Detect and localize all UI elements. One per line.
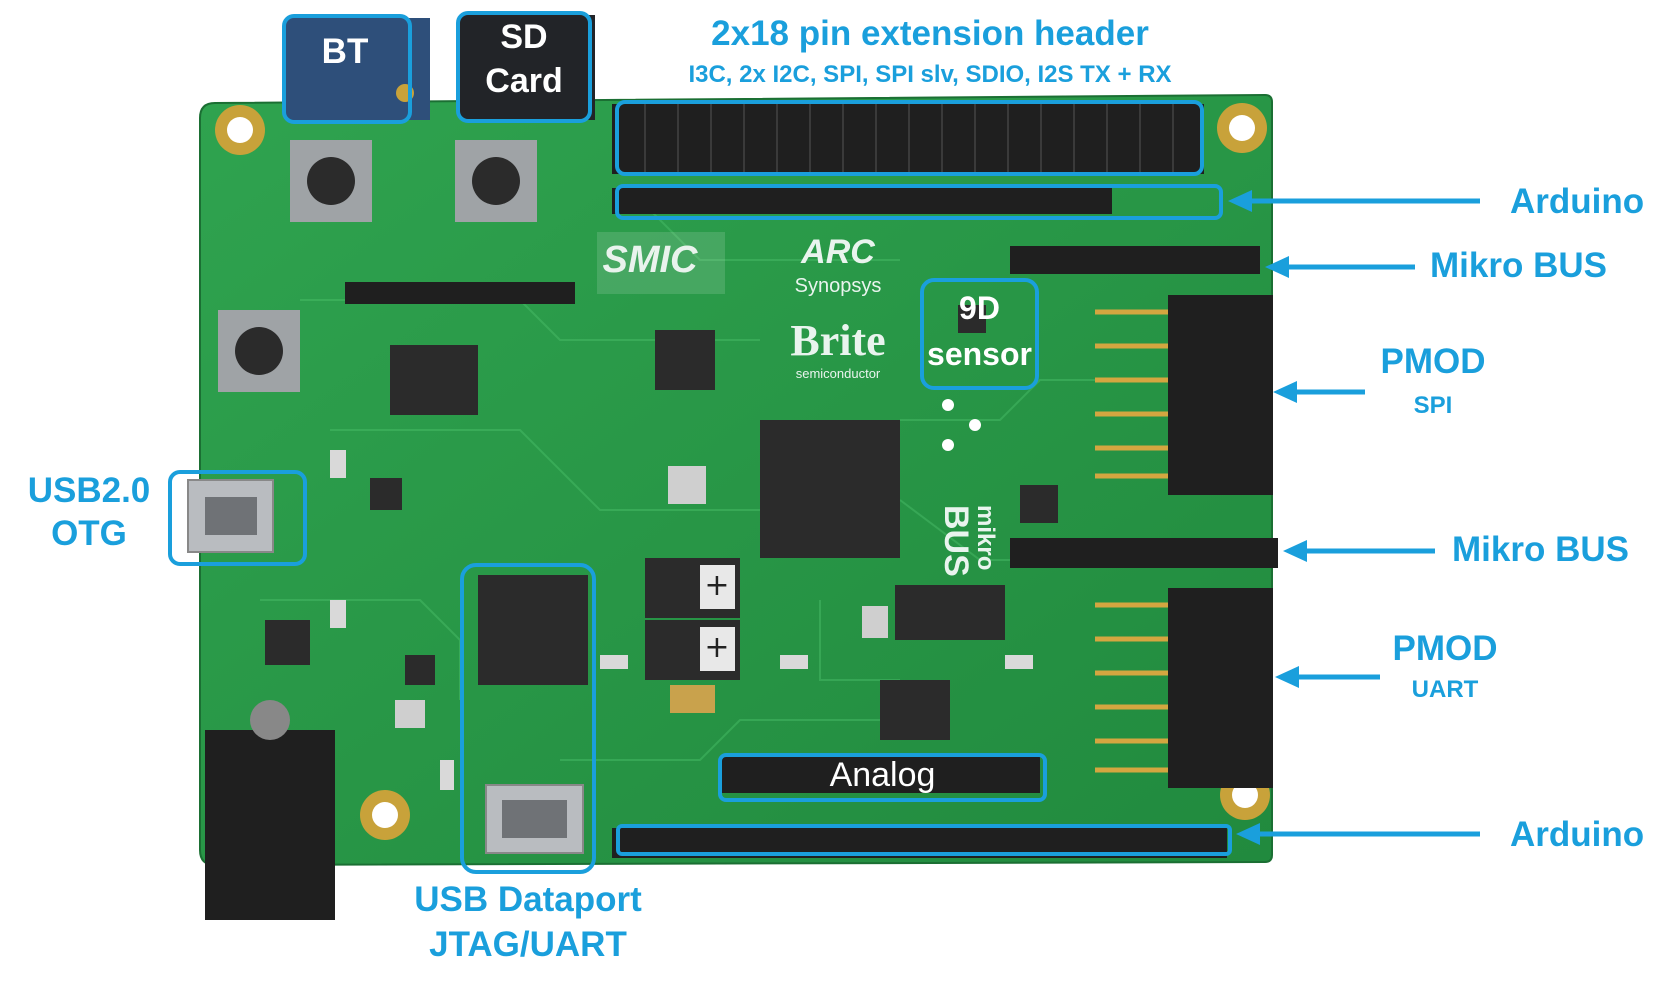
arduino-header-top (612, 188, 1112, 214)
pmod-uart-subtitle: UART (1411, 676, 1479, 703)
usb-otg-highlight (168, 470, 307, 566)
mikro-bus-top-label: Mikro BUS (1430, 246, 1607, 285)
pmod-uart-title: PMOD (1392, 629, 1498, 668)
chip-u29 (265, 620, 310, 665)
svg-text:+: + (704, 630, 729, 665)
sensor-label-line2: sensor (927, 336, 1032, 372)
sd-card (460, 15, 595, 120)
sensor-chip (958, 305, 986, 333)
pmod-spi-title: PMOD (1380, 342, 1486, 381)
usb-otg-label-line2: OTG (51, 514, 127, 553)
mikrobus-header-top (1010, 246, 1260, 274)
chip-u3 (880, 680, 950, 740)
chip-u25 (895, 585, 1005, 640)
usb-dataport-label-line2: JTAG/UART (429, 925, 627, 964)
bus-text: BUS (937, 505, 975, 577)
header-2x18-highlight (615, 100, 1204, 176)
bt-label: BT (321, 32, 369, 71)
header-subtitle: I3C, 2x I2C, SPI, SPI slv, SDIO, I2S TX … (688, 61, 1172, 88)
analog-header (722, 757, 1040, 793)
pmod-uart-connector (1168, 588, 1273, 788)
arc-logo: ARC (800, 233, 875, 271)
arduino-top-highlight (615, 184, 1223, 220)
usb-bridge-chip (478, 575, 588, 685)
arduino-bottom-label: Arduino (1510, 815, 1645, 854)
chip-u36 (1020, 485, 1058, 523)
chip-u21 (370, 478, 402, 510)
arduino-top-label: Arduino (1510, 182, 1645, 221)
usb-dataport-label-line1: USB Dataport (414, 880, 642, 919)
jtag-header (345, 282, 575, 304)
soc-chip (760, 420, 900, 558)
sd-card-label-line2: Card (485, 62, 563, 100)
flash-chip (655, 330, 715, 390)
sd-card-label-line1: SD (500, 18, 548, 56)
brite-sub-logo: semiconductor (796, 366, 881, 381)
mikrobus-header-bottom (1010, 538, 1278, 568)
highlight-boxes (168, 11, 1232, 874)
analog-highlight (718, 753, 1047, 802)
usb-otg-label-line1: USB2.0 (27, 471, 151, 510)
svg-text:+: + (704, 568, 729, 603)
analog-label: Analog (829, 756, 936, 794)
dc-power-jack (205, 730, 335, 920)
bt-module (285, 18, 430, 120)
dip-switch (390, 345, 478, 415)
chip-u17 (405, 655, 435, 685)
sensor-label-line1: 9D (959, 290, 1000, 326)
mikrobus-logo-dots (942, 399, 981, 451)
arduino-bottom-highlight (616, 824, 1232, 856)
sd-card-highlight (456, 11, 592, 123)
pmod-spi-connector (1168, 295, 1273, 495)
mikro-bus-bottom-label: Mikro BUS (1452, 530, 1629, 569)
bt-highlight (282, 14, 412, 124)
sensor-highlight (920, 278, 1039, 390)
mikro-text: mikro (972, 505, 999, 570)
brite-logo: Brite (790, 316, 885, 365)
usb-dataport-highlight (460, 563, 596, 874)
header-title: 2x18 pin extension header (711, 14, 1149, 53)
push-buttons (218, 140, 537, 392)
smic-logo: SMIC (603, 239, 699, 281)
synopsys-logo: Synopsys (795, 275, 882, 297)
small-components (330, 450, 1033, 790)
callout-arrows (1228, 190, 1480, 845)
pmod-spi-subtitle: SPI (1413, 392, 1453, 419)
